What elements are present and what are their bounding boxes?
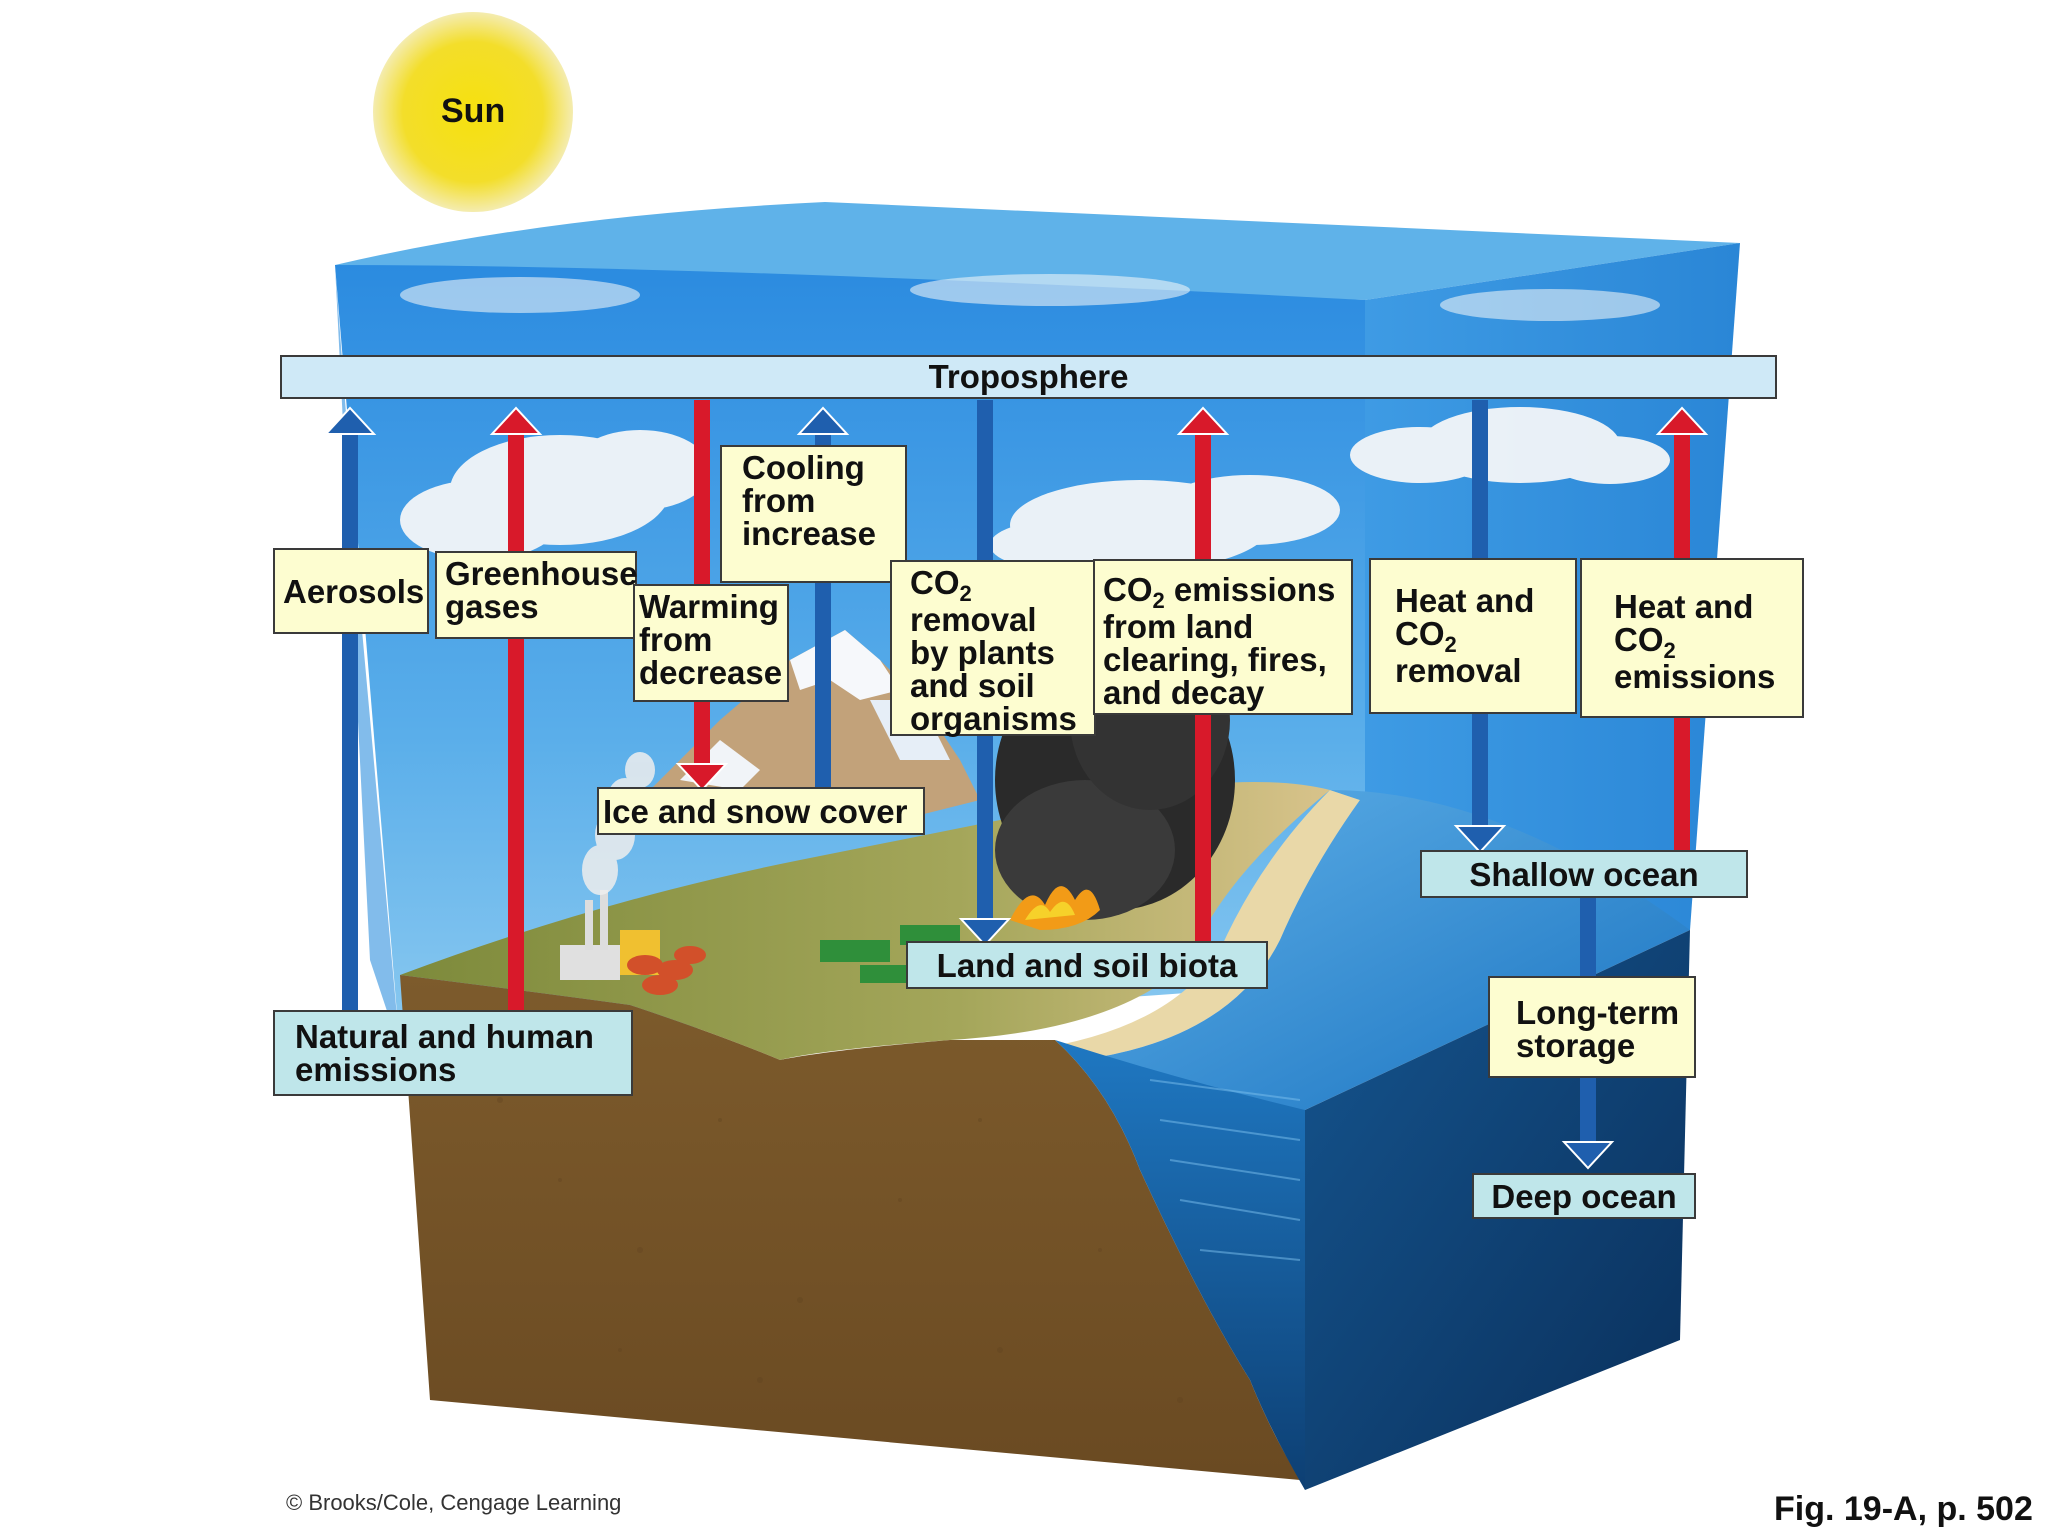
heat-removal-co: CO [1395, 615, 1445, 652]
greenhouse-line-2: gases [445, 588, 539, 625]
troposphere-label: Troposphere [928, 358, 1129, 395]
heat-emissions-co: CO [1614, 621, 1664, 658]
aerosols-label-box: Aerosols [273, 548, 429, 634]
cooling-line-2: from [742, 482, 816, 519]
natural-human-line-2: emissions [295, 1051, 457, 1088]
ice-snow-label: Ice and snow cover [603, 793, 908, 830]
land-soil-biota-label: Land and soil biota [936, 947, 1238, 984]
ice-snow-cover-label-box: Ice and snow cover [597, 787, 925, 835]
co2-removal-line-4: organisms [910, 700, 1077, 737]
heat-removal-line-1: Heat and [1395, 582, 1535, 619]
sun-icon [373, 12, 573, 212]
long-term-storage-label-box: Long-term storage [1488, 976, 1696, 1078]
heat-emissions-line-3: emissions [1614, 658, 1776, 695]
land-soil-biota-label-box: Land and soil biota [906, 941, 1268, 989]
troposphere-bar: Troposphere [280, 355, 1777, 399]
figure-reference: Fig. 19-A, p. 502 [1774, 1490, 2033, 1528]
aerosols-label: Aerosols [283, 573, 425, 610]
co2-emissions-land-label-box: CO2 emissions from land clearing, fires,… [1093, 559, 1353, 715]
greenhouse-gases-label-box: Greenhouse gases [435, 551, 638, 639]
copyright-credit: © Brooks/Cole, Cengage Learning [286, 1490, 622, 1515]
co2-removal-line-3: and soil [910, 667, 1035, 704]
shallow-ocean-label: Shallow ocean [1469, 856, 1699, 893]
heat-co2-removal-label-box: Heat and CO2 removal [1369, 558, 1577, 714]
co2-emissions-line-2: clearing, fires, [1103, 641, 1327, 678]
heat-removal-line-3: removal [1395, 652, 1522, 689]
heat-co2-emissions-label-box: Heat and CO2 emissions [1580, 558, 1804, 718]
sun-label: Sun [441, 92, 506, 130]
natural-human-emissions-label-box: Natural and human emissions [273, 1010, 633, 1096]
co2-emissions-line-1: from land [1103, 608, 1254, 645]
heat-emissions-sub: 2 [1663, 638, 1676, 663]
warming-from-decrease-label-box: Warming from decrease [633, 584, 789, 702]
cooling-line-3: increase [742, 515, 876, 552]
shallow-ocean-label-box: Shallow ocean [1420, 850, 1748, 898]
co2-removal-sub: 2 [959, 581, 972, 606]
heat-emissions-line-1: Heat and [1614, 588, 1754, 625]
warming-line-2: from [639, 621, 713, 658]
co2-emissions-sub: 2 [1152, 588, 1165, 613]
co2-removal-line-1: removal [910, 601, 1037, 638]
co2-removal-co: CO [910, 564, 960, 601]
co2-removal-plants-label-box: CO2 removal by plants and soil organisms [890, 560, 1096, 736]
deep-ocean-label: Deep ocean [1491, 1178, 1677, 1215]
natural-human-line-1: Natural and human [295, 1018, 594, 1055]
greenhouse-line-1: Greenhouse [445, 555, 638, 592]
long-term-line-2: storage [1516, 1027, 1636, 1064]
co2-removal-line-2: by plants [910, 634, 1055, 671]
cooling-line-1: Cooling [742, 449, 865, 486]
cooling-from-increase-label-box: Cooling from increase [720, 445, 907, 583]
long-term-line-1: Long-term [1516, 994, 1680, 1031]
co2-emissions-line-3: and decay [1103, 674, 1265, 711]
co2-emissions-rest: emissions [1164, 571, 1336, 608]
warming-line-1: Warming [639, 588, 779, 625]
co2-emissions-co: CO [1103, 571, 1153, 608]
heat-removal-sub: 2 [1444, 632, 1457, 657]
warming-line-3: decrease [639, 654, 783, 691]
deep-ocean-label-box: Deep ocean [1472, 1173, 1696, 1219]
